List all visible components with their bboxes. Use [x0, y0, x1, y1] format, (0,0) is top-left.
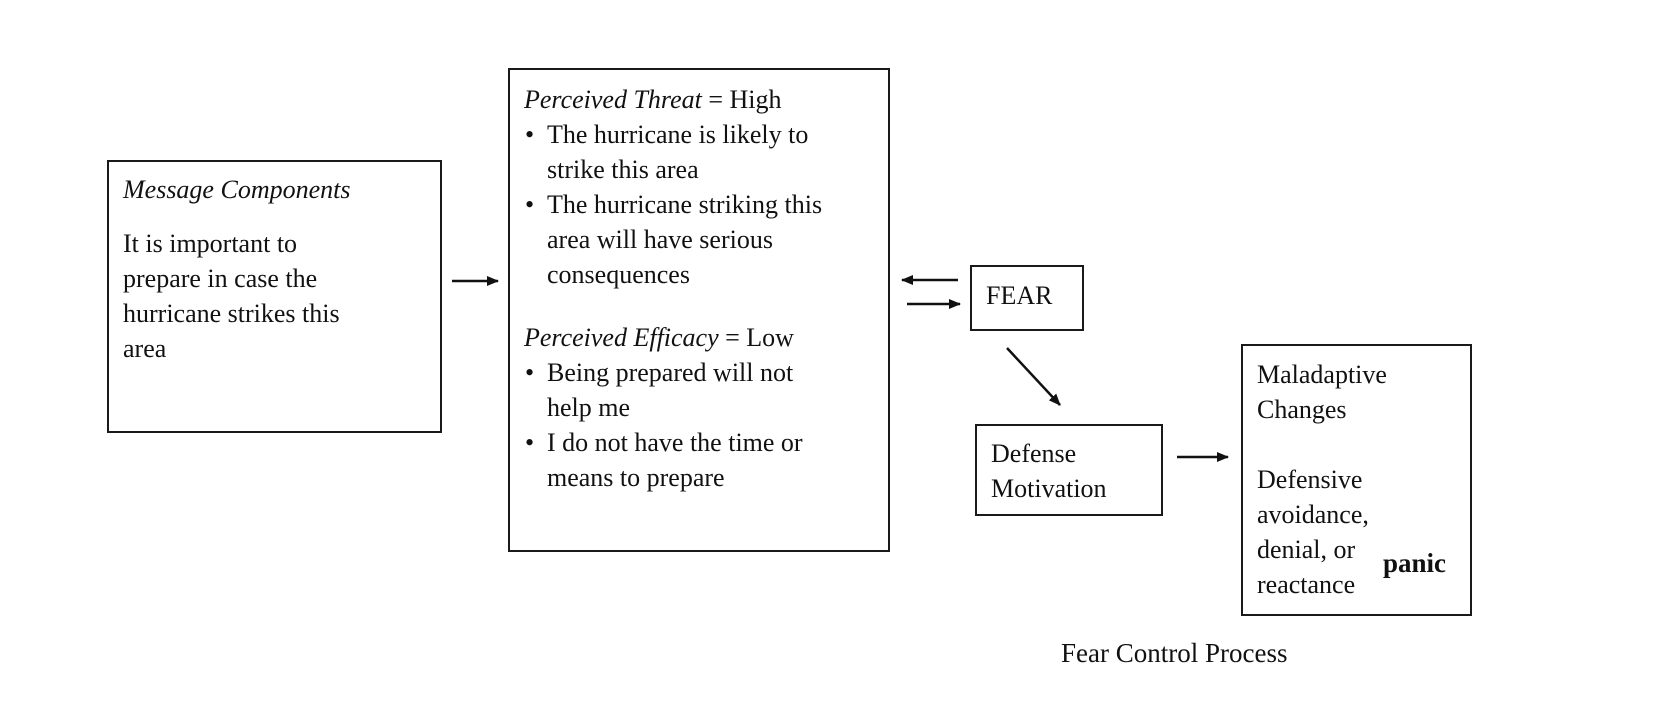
maladaptive-body-line: avoidance,: [1257, 500, 1369, 529]
efficacy-bullet-list: Being prepared will not help me I do not…: [524, 355, 874, 495]
threat-bullet: The hurricane is likely to strike this a…: [524, 117, 874, 187]
perceived-efficacy-value: = Low: [725, 323, 794, 352]
maladaptive-heading-line: Changes: [1257, 395, 1347, 424]
perceived-threat-value: = High: [708, 85, 782, 114]
arrow-fear-to-defense: [1006, 347, 1061, 406]
maladaptive-body-line: reactance: [1257, 570, 1356, 599]
defense-motivation-box: Defense Motivation: [975, 424, 1163, 516]
threat-bullet-list: The hurricane is likely to strike this a…: [524, 117, 874, 292]
threat-bullet: The hurricane striking this area will ha…: [524, 187, 874, 292]
maladaptive-body-line: Defensive: [1257, 465, 1363, 494]
efficacy-bullet: I do not have the time or means to prepa…: [524, 425, 874, 495]
message-body-line: hurricane strikes this: [123, 299, 340, 328]
message-components-heading: Message Components: [123, 175, 351, 204]
defense-line: Motivation: [991, 474, 1107, 503]
bullet-line: area will have serious: [547, 225, 773, 254]
bullet-line: consequences: [547, 260, 690, 289]
bullet-line: I do not have the time or: [547, 428, 803, 457]
message-body-line: area: [123, 334, 167, 363]
bullet-line: help me: [547, 393, 631, 422]
maladaptive-heading-line: Maladaptive: [1257, 360, 1387, 389]
perceived-efficacy-header: Perceived Efficacy = Low: [524, 320, 874, 355]
efficacy-bullet: Being prepared will not help me: [524, 355, 874, 425]
perception-box: Perceived Threat = High The hurricane is…: [508, 68, 890, 552]
perceived-threat-header: Perceived Threat = High: [524, 82, 874, 117]
fear-label: FEAR: [986, 281, 1053, 310]
fear-box: FEAR: [970, 265, 1084, 331]
bullet-line: strike this area: [547, 155, 699, 184]
message-components-box: Message Components It is important to pr…: [107, 160, 442, 433]
bullet-line: Being prepared will not: [547, 358, 794, 387]
perceived-efficacy-label: Perceived Efficacy: [524, 323, 719, 352]
maladaptive-changes-box: Maladaptive Changes Defensive avoidance,…: [1241, 344, 1472, 616]
perceived-threat-label: Perceived Threat: [524, 85, 702, 114]
message-body-line: It is important to: [123, 229, 298, 258]
message-body-line: prepare in case the: [123, 264, 318, 293]
defense-line: Defense: [991, 439, 1077, 468]
bullet-line: The hurricane striking this: [547, 190, 823, 219]
bullet-line: means to prepare: [547, 463, 725, 492]
maladaptive-body-line: denial, or: [1257, 535, 1356, 564]
bullet-line: The hurricane is likely to: [547, 120, 809, 149]
panic-annotation: panic: [1383, 548, 1447, 578]
figure-caption: Fear Control Process: [1061, 638, 1288, 668]
